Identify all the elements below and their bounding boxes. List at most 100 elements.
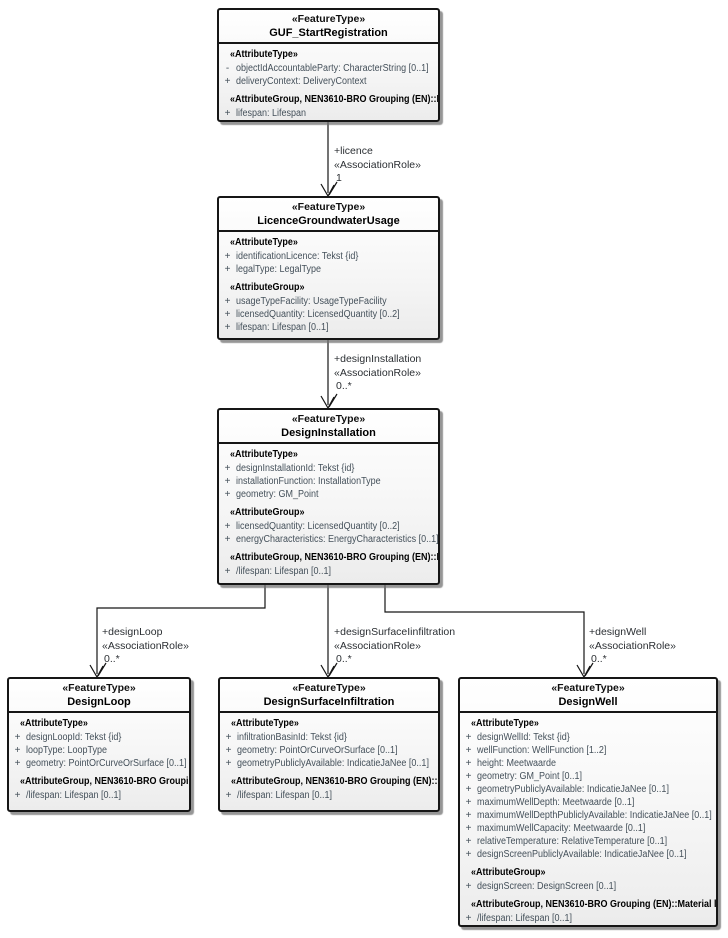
class-box-licence-groundwater-usage[interactable]: «FeatureType» LicenceGroundwaterUsage «A… bbox=[217, 196, 440, 340]
section-header: «AttributeGroup» bbox=[230, 282, 305, 293]
class-header: «FeatureType» GUF_StartRegistration bbox=[219, 10, 438, 44]
association-label-design-installation: +designInstallation «AssociationRole» 0.… bbox=[334, 353, 421, 394]
attribute-row: +geometry: PointOrCurveOrSurface [0..1] bbox=[9, 757, 187, 770]
attribute-row: + loopType: LoopType bbox=[9, 744, 187, 757]
attribute-text: infiltrationBasinId: Tekst {id} bbox=[237, 732, 347, 743]
attribute-row: +geometryPubliclyAvailable: IndicatieJaN… bbox=[220, 757, 436, 770]
attribute-text: licensedQuantity: LicensedQuantity [0..2… bbox=[236, 309, 400, 320]
class-attribute-compartment: «AttributeType» +designWellId: Tekst {id… bbox=[460, 713, 716, 925]
section-header: «AttributeGroup, NEN3610-BRO Groupin... bbox=[20, 776, 191, 787]
class-box-design-installation[interactable]: «FeatureType» DesignInstallation «Attrib… bbox=[217, 408, 440, 585]
section-header: «AttributeType» bbox=[20, 718, 88, 729]
association-label-design-loop: +designLoop «AssociationRole» 0..* bbox=[102, 626, 189, 667]
association-role-name: +designWell bbox=[589, 626, 647, 638]
association-label-licence: +licence «AssociationRole» 1 bbox=[334, 145, 421, 186]
visibility-marker: + bbox=[224, 264, 231, 275]
attribute-row: +energyCharacteristics: EnergyCharacteri… bbox=[219, 533, 438, 546]
visibility-marker: + bbox=[465, 732, 472, 743]
attribute-text: /lifespan: Lifespan [0..1] bbox=[26, 790, 122, 801]
association-label-design-surface-infiltration: +designSurfaceIinfiltration «Association… bbox=[334, 626, 455, 667]
attribute-row: +maximumWellDepthPubliclyAvailable: Indi… bbox=[460, 809, 714, 822]
attribute-row: +licensedQuantity: LicensedQuantity [0..… bbox=[219, 308, 436, 321]
class-header: «FeatureType» DesignSurfaceInfiltration bbox=[220, 679, 438, 713]
attribute-row: +geometry: GM_Point [0..1] bbox=[460, 770, 714, 783]
class-box-design-well[interactable]: «FeatureType» DesignWell «AttributeType»… bbox=[458, 677, 718, 927]
attribute-text: maximumWellDepth: Meetwaarde [0..1] bbox=[477, 797, 635, 808]
attribute-text: geometry: GM_Point bbox=[236, 489, 319, 500]
association-role-name: +designInstallation bbox=[334, 353, 422, 365]
visibility-marker: + bbox=[465, 784, 472, 795]
attribute-row: +lifespan: Lifespan [0..1] bbox=[219, 321, 436, 334]
class-stereotype: «FeatureType» bbox=[291, 201, 366, 213]
attribute-text: loopType: LoopType bbox=[26, 745, 108, 756]
attribute-text: installationFunction: InstallationType bbox=[236, 476, 381, 487]
visibility-marker: + bbox=[224, 534, 231, 545]
visibility-marker: + bbox=[14, 745, 21, 756]
attribute-row: +designScreenPubliclyAvailable: Indicati… bbox=[460, 848, 714, 861]
association-stereotype: «AssociationRole» bbox=[334, 366, 421, 379]
visibility-marker: + bbox=[224, 251, 231, 262]
attribute-text: licensedQuantity: LicensedQuantity [0..2… bbox=[236, 521, 400, 532]
visibility-marker: + bbox=[465, 771, 472, 782]
attribute-text: geometryPubliclyAvailable: IndicatieJaNe… bbox=[477, 784, 669, 795]
visibility-marker: + bbox=[224, 108, 231, 119]
class-stereotype: «FeatureType» bbox=[292, 682, 366, 694]
class-stereotype: «FeatureType» bbox=[551, 682, 625, 694]
visibility-marker: + bbox=[224, 489, 231, 500]
attribute-text: usageTypeFacility: UsageTypeFacility bbox=[236, 296, 387, 307]
attribute-text: geometryPubliclyAvailable: IndicatieJaNe… bbox=[237, 758, 429, 769]
attribute-row: + usageTypeFacility: UsageTypeFacility bbox=[219, 295, 436, 308]
association-role-name: +designLoop bbox=[102, 626, 163, 638]
association-role-name: +licence bbox=[334, 145, 373, 157]
attribute-row: + geometry: PointOrCurveOrSurface [0..1] bbox=[220, 744, 436, 757]
section-header: «AttributeGroup» bbox=[230, 507, 305, 518]
section-header: «AttributeType» bbox=[230, 237, 298, 248]
class-attribute-compartment: «AttributeType» +infiltrationBasinId: Te… bbox=[220, 713, 438, 804]
visibility-marker: + bbox=[14, 790, 21, 801]
class-name: LicenceGroundwaterUsage bbox=[257, 215, 400, 227]
visibility-marker: + bbox=[225, 745, 232, 756]
visibility-marker: + bbox=[465, 823, 472, 834]
visibility-marker: + bbox=[224, 296, 231, 307]
attribute-text: /lifespan: Lifespan [0..1] bbox=[237, 790, 333, 801]
class-attribute-compartment: «AttributeType» +identificationLicence: … bbox=[219, 232, 438, 336]
class-box-design-surface-infiltration[interactable]: «FeatureType» DesignSurfaceInfiltration … bbox=[218, 677, 440, 812]
section-header: «AttributeType» bbox=[230, 49, 298, 60]
association-role-name: +designSurfaceIinfiltration bbox=[334, 626, 456, 638]
attribute-row: + geometryPubliclyAvailable: IndicatieJaN… bbox=[460, 783, 714, 796]
attribute-row: +maximumWellDepth: Meetwaarde [0..1] bbox=[460, 796, 714, 809]
association-label-design-well: +designWell «AssociationRole» 0..* bbox=[589, 626, 676, 667]
attribute-text: designInstallationId: Tekst {id} bbox=[236, 463, 355, 474]
attribute-text: geometry: PointOrCurveOrSurface [0..1] bbox=[26, 758, 187, 769]
visibility-marker: + bbox=[465, 881, 472, 892]
visibility-marker: + bbox=[224, 566, 231, 577]
class-header: «FeatureType» DesignLoop bbox=[9, 679, 189, 713]
attribute-row: + installationFunction: InstallationType bbox=[219, 475, 436, 488]
class-box-guf-startregistration[interactable]: «FeatureType» GUF_StartRegistration «Att… bbox=[217, 8, 440, 122]
attribute-row: + legalType: LegalType bbox=[219, 263, 436, 276]
attribute-row: +relativeTemperature: RelativeTemperatur… bbox=[460, 835, 714, 848]
attribute-row: + geometry: GM_Point bbox=[219, 488, 436, 501]
attribute-row: + designLoopId: Tekst {id} bbox=[9, 731, 187, 744]
attribute-text: lifespan: Lifespan bbox=[236, 108, 307, 119]
association-multiplicity: 0..* bbox=[104, 653, 120, 665]
visibility-marker: + bbox=[224, 476, 231, 487]
class-name: GUF_StartRegistration bbox=[269, 27, 388, 39]
attribute-text: designLoopId: Tekst {id} bbox=[26, 732, 122, 743]
attribute-row: +maximumWellCapacity: Meetwaarde [0..1] bbox=[460, 822, 714, 835]
attribute-text: geometry: PointOrCurveOrSurface [0..1] bbox=[237, 745, 398, 756]
attribute-text: wellFunction: WellFunction [1..2] bbox=[477, 745, 607, 756]
visibility-marker: + bbox=[225, 790, 232, 801]
class-box-design-loop[interactable]: «FeatureType» DesignLoop «AttributeType»… bbox=[7, 677, 191, 812]
visibility-marker: + bbox=[465, 758, 472, 769]
section-header: «AttributeType» bbox=[471, 718, 539, 729]
attribute-text: designScreen: DesignScreen [0..1] bbox=[477, 881, 617, 892]
attribute-row: +licensedQuantity: LicensedQuantity [0..… bbox=[219, 520, 436, 533]
class-header: «FeatureType» LicenceGroundwaterUsage bbox=[219, 198, 438, 232]
attribute-text: legalType: LegalType bbox=[236, 264, 322, 275]
attribute-row: +/lifespan: Lifespan [0..1] bbox=[460, 912, 714, 925]
attribute-text: designScreenPubliclyAvailable: Indicatie… bbox=[477, 849, 687, 860]
visibility-marker: + bbox=[14, 732, 21, 743]
attribute-row: + designScreen: DesignScreen [0..1] bbox=[460, 880, 714, 893]
visibility-marker: + bbox=[465, 745, 472, 756]
